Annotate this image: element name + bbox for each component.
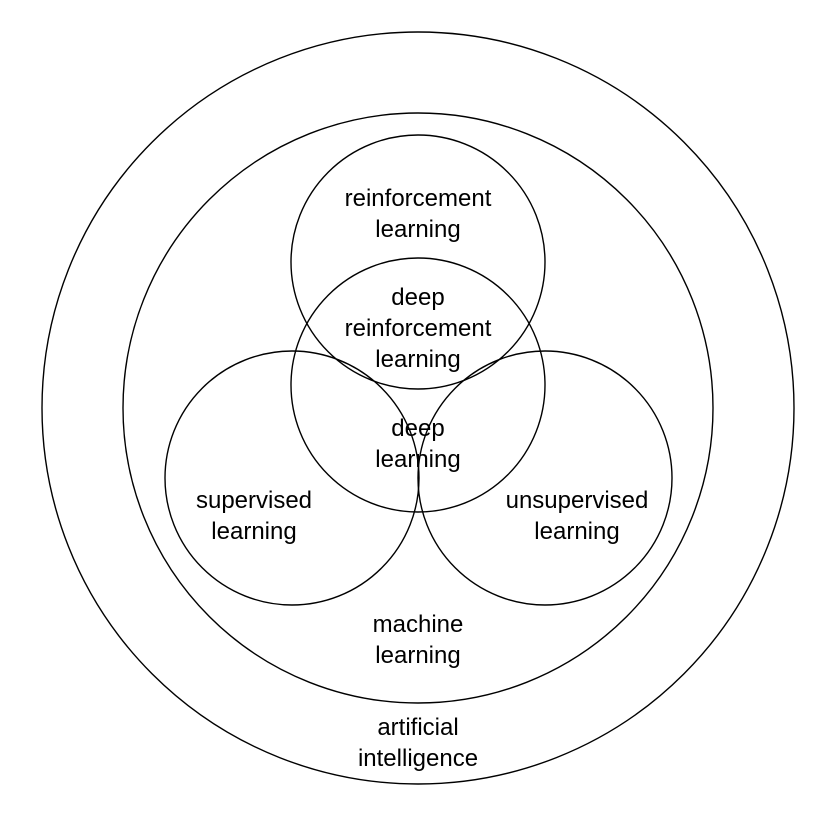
machine-learning-label-line-1: machine — [372, 611, 464, 638]
reinforcement-learning-label: reinforcement learning — [308, 183, 528, 245]
deep-reinforcement-learning-label-line-2: reinforcement — [344, 315, 492, 342]
reinforcement-learning-label-line-1: reinforcement — [344, 185, 492, 212]
supervised-learning-circle — [164, 350, 420, 606]
supervised-learning-label: supervised learning — [144, 485, 364, 547]
deep-learning-label-line-2: learning — [375, 446, 461, 473]
artificial-intelligence-label-line-1: artificial — [377, 714, 459, 741]
supervised-learning-label-line-2: learning — [211, 518, 297, 545]
deep-reinforcement-learning-label: deep reinforcement learning — [308, 282, 528, 375]
reinforcement-learning-circle — [290, 134, 546, 390]
machine-learning-label-line-2: learning — [375, 642, 461, 669]
reinforcement-learning-label-line-2: learning — [375, 216, 461, 243]
deep-learning-circle — [290, 257, 546, 513]
artificial-intelligence-label: artificial intelligence — [308, 712, 528, 774]
supervised-learning-label-line-1: supervised — [195, 487, 313, 514]
deep-learning-label-line-1: deep — [391, 415, 445, 442]
deep-reinforcement-learning-label-line-3: learning — [375, 346, 461, 373]
artificial-intelligence-circle — [41, 31, 795, 785]
deep-learning-label: deep learning — [308, 413, 528, 475]
machine-learning-circle — [122, 112, 714, 704]
machine-learning-label: machine learning — [308, 609, 528, 671]
artificial-intelligence-label-line-2: intelligence — [357, 745, 479, 772]
deep-reinforcement-learning-label-line-1: deep — [391, 284, 445, 311]
unsupervised-learning-label-line-1: unsupervised — [505, 487, 649, 514]
unsupervised-learning-label: unsupervised learning — [467, 485, 687, 547]
unsupervised-learning-label-line-2: learning — [534, 518, 620, 545]
unsupervised-learning-circle — [417, 350, 673, 606]
